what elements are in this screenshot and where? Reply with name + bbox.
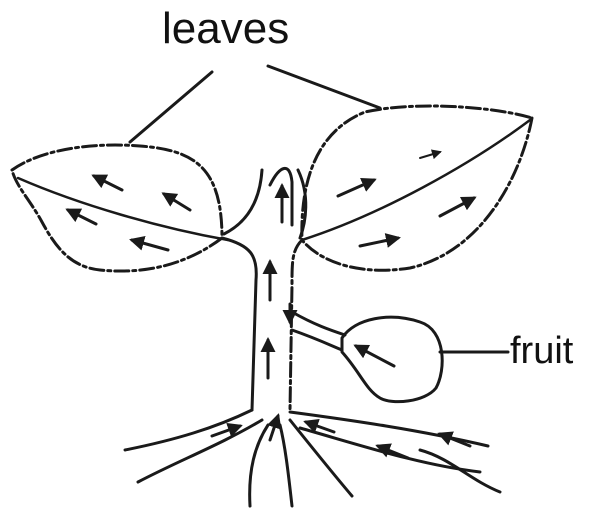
right-leaf — [302, 106, 532, 270]
stem-right-edge — [290, 240, 302, 410]
leader-line-left-leaf — [130, 72, 212, 142]
fruit-label: fruit — [510, 330, 573, 373]
flow-arrow-right-leaf-1 — [338, 180, 374, 196]
root-far-right — [420, 450, 500, 492]
leader-line-right-leaf — [268, 66, 380, 108]
flow-arrow-root-center — [270, 416, 278, 440]
root-center-left — [250, 425, 268, 506]
fruit-stalk-lower — [292, 330, 342, 350]
flow-arrow-left-leaf-1 — [94, 176, 122, 190]
flow-arrow-left-leaf-4 — [132, 240, 168, 250]
flow-arrow-right-leaf-3 — [440, 198, 474, 216]
flow-arrow-into-fruit — [356, 346, 394, 366]
root-center — [280, 425, 292, 506]
fruit-body — [342, 317, 442, 401]
flow-arrow-left-leaf-2 — [164, 194, 190, 210]
root-center-right — [290, 420, 352, 496]
left-leaf-midrib — [18, 178, 228, 240]
right-leaf-midrib — [302, 120, 530, 240]
flow-arrow-right-leaf-2 — [420, 152, 440, 158]
flow-arrow-left-leaf-3 — [68, 210, 96, 224]
left-leaf — [12, 145, 222, 271]
leaves-label: leaves — [162, 4, 289, 54]
shoot-left-leaflet — [224, 170, 262, 234]
shoot-right-leaflet — [298, 170, 306, 238]
stem-left-edge — [222, 238, 256, 410]
flow-arrow-right-leaf-4 — [360, 238, 398, 246]
